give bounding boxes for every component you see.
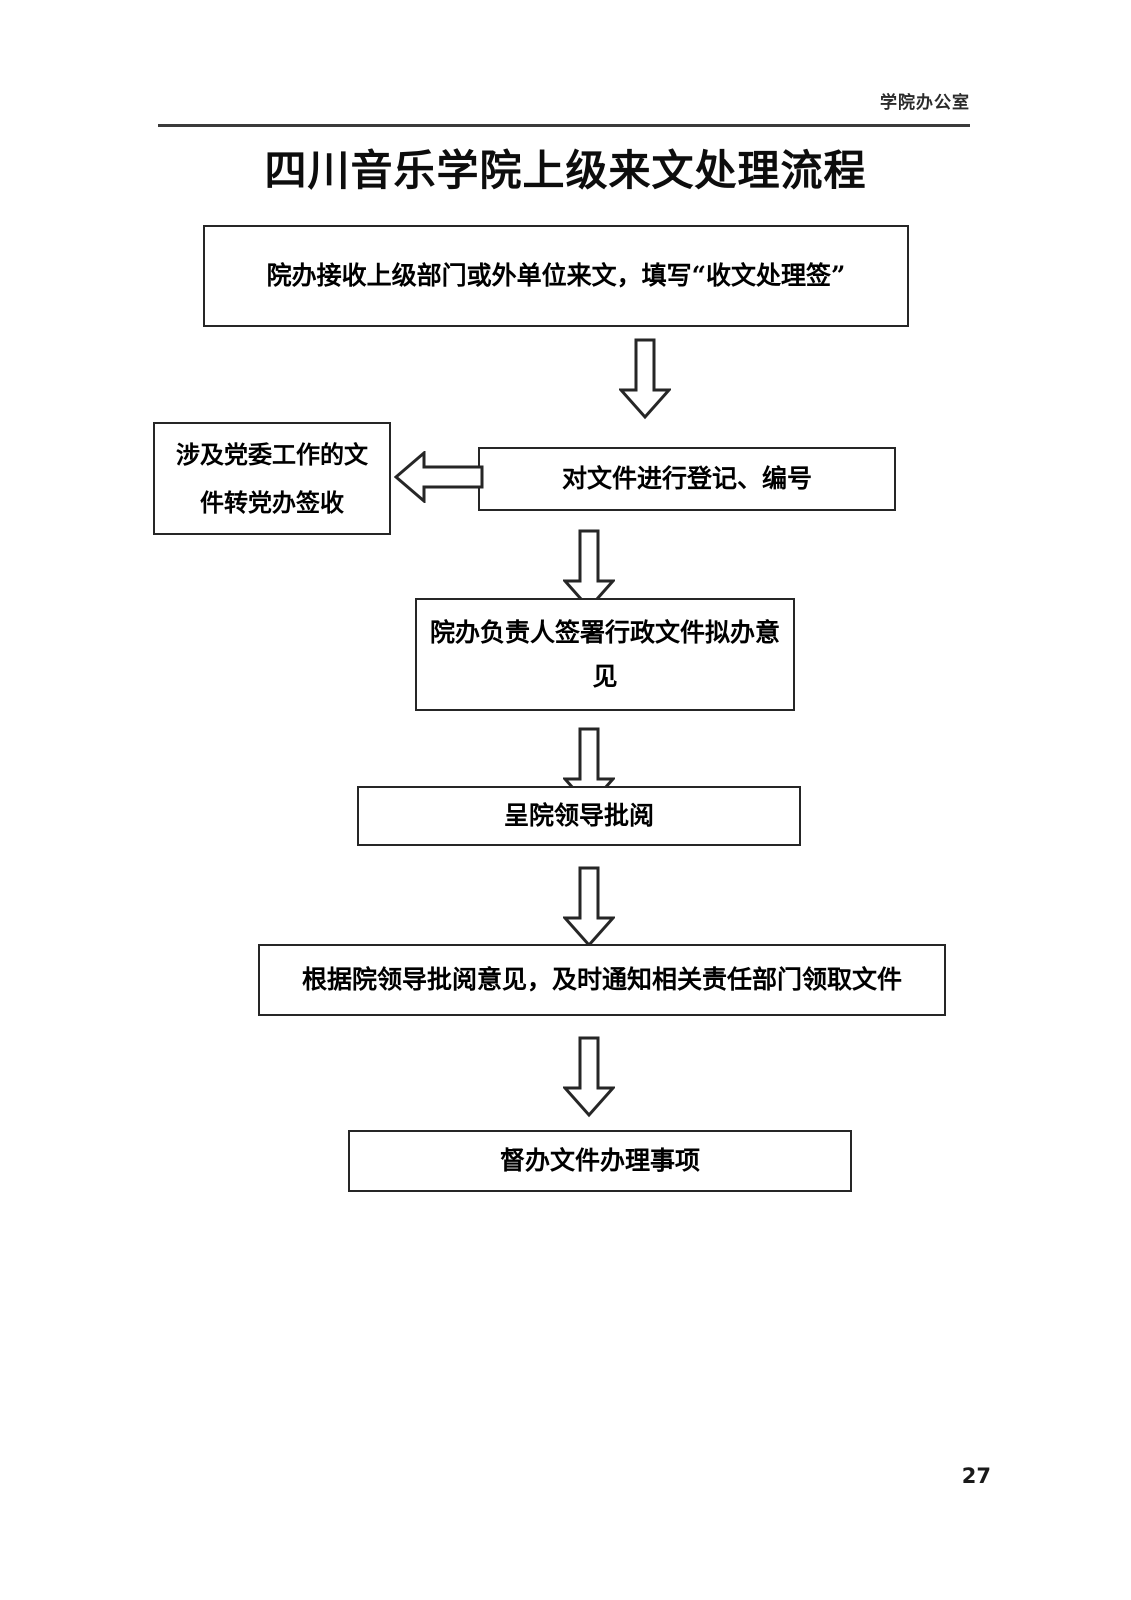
arrow-down-icon-register-to-sign <box>563 529 615 611</box>
arrow-down-icon-leader-to-notify <box>563 866 615 948</box>
flow-node-party-label: 涉及党委工作的文件转党办签收 <box>176 439 368 517</box>
flow-node-party: 涉及党委工作的文件转党办签收 <box>153 422 391 535</box>
arrow-down-icon-notify-to-supervise <box>563 1036 615 1118</box>
arrow-left-icon-register-to-party <box>394 451 484 503</box>
flow-node-receive-label: 院办接收上级部门或外单位来文，填写“收文处理签” <box>266 261 846 291</box>
flow-node-sign: 院办负责人签署行政文件拟办意见 <box>415 598 795 711</box>
page-number: 27 <box>961 1464 991 1488</box>
flow-node-leader-label: 呈院领导批阅 <box>503 801 654 831</box>
flow-node-register: 对文件进行登记、编号 <box>478 447 896 511</box>
flow-node-register-label: 对文件进行登记、编号 <box>561 464 812 494</box>
flow-node-leader: 呈院领导批阅 <box>357 786 801 846</box>
flow-node-supervise: 督办文件办理事项 <box>348 1130 852 1192</box>
header-rule <box>158 124 970 127</box>
arrow-down-icon-receive-to-register <box>619 338 671 420</box>
flow-node-notify: 根据院领导批阅意见，及时通知相关责任部门领取文件 <box>258 944 946 1016</box>
flow-node-notify-label: 根据院领导批阅意见，及时通知相关责任部门领取文件 <box>301 965 902 995</box>
header-department-label: 学院办公室 <box>880 93 970 113</box>
flow-node-supervise-label: 督办文件办理事项 <box>499 1146 700 1176</box>
flow-node-sign-label: 院办负责人签署行政文件拟办意见 <box>429 617 780 691</box>
flow-node-receive: 院办接收上级部门或外单位来文，填写“收文处理签” <box>203 225 909 327</box>
page-title: 四川音乐学院上级来文处理流程 <box>264 146 867 195</box>
